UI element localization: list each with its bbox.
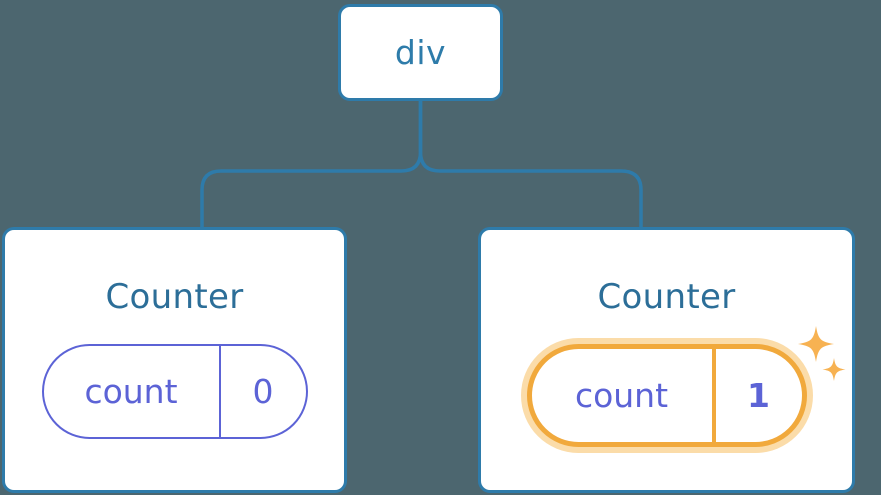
component-title: Counter <box>597 277 736 317</box>
root-node-label: div <box>394 33 447 72</box>
state-pill-highlighted[interactable]: count 1 <box>526 344 807 447</box>
component-title: Counter <box>105 277 244 317</box>
node-counter-right[interactable]: Counter count 1 <box>478 227 855 493</box>
state-key: count <box>574 376 669 415</box>
state-value: 0 <box>218 346 306 437</box>
state-value: 1 <box>711 349 802 442</box>
state-pill-wrapper-right: count 1 <box>526 326 845 447</box>
state-pill-wrapper-left: count 0 <box>41 344 308 439</box>
state-pill[interactable]: count 0 <box>41 344 308 439</box>
node-counter-left[interactable]: Counter count 0 <box>2 227 347 493</box>
sparkle-large-icon <box>797 326 834 362</box>
state-key: count <box>84 372 178 411</box>
node-root-div[interactable]: div <box>338 4 503 101</box>
sparkle-small-icon <box>822 358 845 381</box>
